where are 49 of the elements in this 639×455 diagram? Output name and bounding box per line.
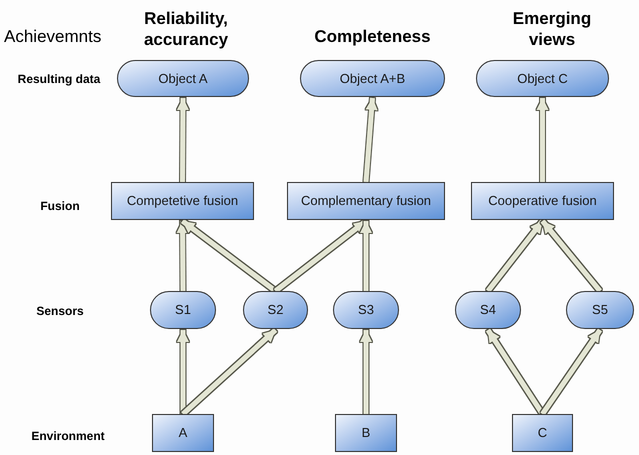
rounded-node	[566, 291, 634, 329]
rounded-node	[243, 291, 308, 329]
arrow	[360, 221, 372, 291]
arrow	[177, 330, 189, 414]
arrow	[540, 328, 602, 416]
node-label: A	[178, 424, 188, 442]
node-label: Object C	[517, 70, 568, 88]
arrow	[176, 220, 189, 292]
process-box	[471, 182, 614, 220]
node-label: Competetive fusion	[126, 192, 238, 210]
row-label: Resulting data	[16, 71, 102, 88]
row-label: Fusion	[39, 198, 81, 215]
node-label: B	[362, 424, 370, 442]
arrow	[176, 98, 189, 182]
rounded-node	[150, 291, 216, 329]
column-heading: Emerging views	[512, 8, 592, 50]
column-heading: Achievemnts	[4, 26, 102, 48]
node-label: S3	[358, 301, 374, 320]
arrow	[360, 330, 372, 414]
process-box	[111, 182, 254, 220]
rounded-node	[476, 60, 609, 97]
node-label: S4	[480, 301, 496, 320]
node-label: Cooperative fusion	[488, 192, 597, 210]
rounded-node	[333, 291, 399, 329]
column-heading: Reliability, accurancy	[142, 8, 230, 50]
node-label: Complementary fusion	[300, 192, 432, 210]
rounded-node	[117, 60, 249, 97]
rounded-node	[455, 291, 521, 329]
arrow	[536, 98, 548, 182]
rounded-node	[300, 60, 445, 97]
process-box	[152, 414, 214, 452]
arrow	[486, 219, 544, 293]
node-label: C	[538, 424, 548, 442]
process-box	[335, 414, 397, 452]
arrow	[274, 219, 368, 293]
node-label: S2	[268, 301, 284, 320]
node-label: Object A	[158, 70, 208, 88]
arrow	[540, 219, 602, 293]
arrow	[364, 98, 378, 182]
arrow	[486, 328, 545, 416]
row-label: Environment	[30, 428, 106, 445]
node-label: S1	[175, 301, 191, 320]
node-label: S5	[592, 301, 608, 320]
process-box	[287, 182, 445, 220]
process-box	[512, 414, 573, 452]
row-label: Sensors	[35, 303, 85, 320]
node-label: Object A+B	[340, 70, 406, 88]
arrow	[181, 219, 277, 293]
column-heading: Completeness	[313, 26, 432, 48]
